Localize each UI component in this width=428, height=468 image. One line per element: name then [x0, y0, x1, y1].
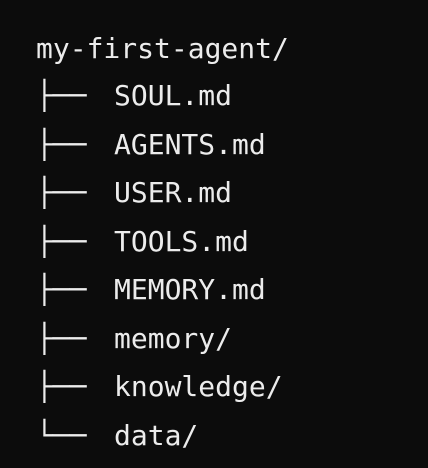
tree-branch-glyph: ├── — [36, 79, 87, 112]
tree-entry-name: data/ — [114, 418, 199, 452]
tree-entry-file: ├── MEMORY.md — [36, 266, 428, 315]
tree-entry-name: memory/ — [114, 321, 233, 355]
tree-entry-file: ├── AGENTS.md — [36, 121, 428, 170]
tree-entry-file: ├── USER.md — [36, 169, 428, 218]
tree-entry-file: ├── SOUL.md — [36, 72, 428, 121]
tree-branch-glyph: ├── — [36, 370, 87, 403]
tree-entry-name: TOOLS.md — [114, 224, 249, 258]
tree-entry-name: USER.md — [114, 176, 233, 209]
tree-branch-glyph: ├── — [36, 321, 87, 355]
tree-branch-glyph: ├── — [36, 176, 87, 209]
tree-root-dir: my-first-agent/ — [36, 32, 289, 65]
tree-branch-glyph: ├── — [36, 273, 87, 306]
tree-branch-glyph: ├── — [36, 224, 87, 258]
tree-entry-name: SOUL.md — [114, 79, 233, 112]
tree-entry-dir: ├── memory/ — [36, 315, 428, 364]
tree-entry-file: ├── TOOLS.md — [36, 218, 428, 267]
tree-branch-glyph: └── — [36, 418, 87, 452]
tree-entry-name: MEMORY.md — [114, 273, 266, 306]
tree-entry-name: AGENTS.md — [114, 127, 266, 161]
tree-entry-dir: └── data/ — [36, 412, 428, 461]
tree-branch-glyph: ├── — [36, 127, 87, 161]
tree-entry-name: knowledge/ — [114, 370, 283, 403]
tree-entry-dir: ├── knowledge/ — [36, 363, 428, 412]
